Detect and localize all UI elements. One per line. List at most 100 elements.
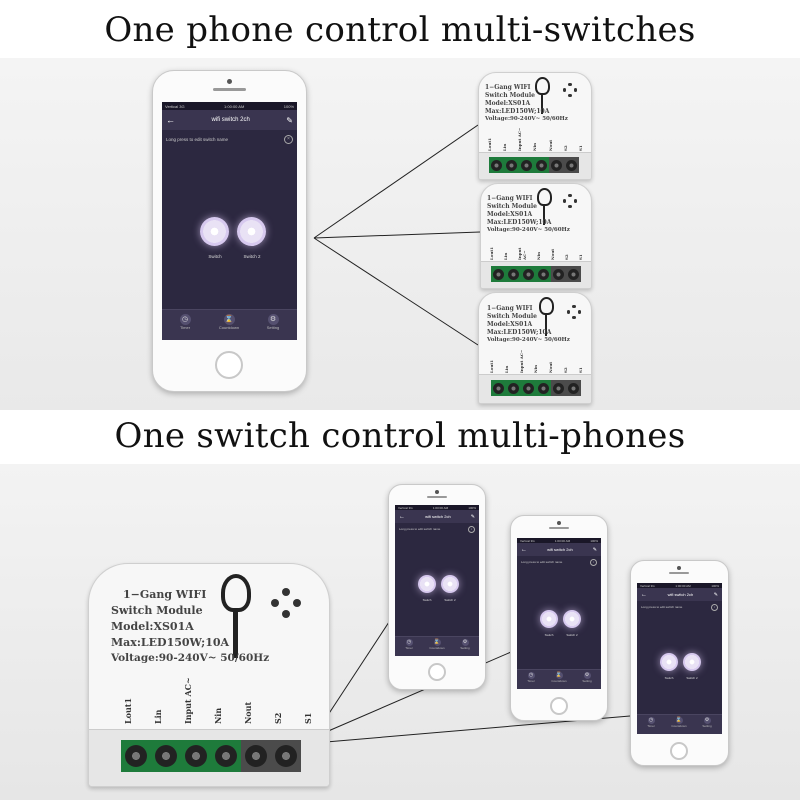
rename-hint-row: Long press to edit switch name ×	[162, 133, 297, 145]
time-text: 1:00:00 AM	[675, 583, 691, 588]
tab-timer-label: Timer	[405, 646, 413, 650]
module-line-4: Max:LED150W;10A	[111, 636, 230, 649]
heading-top: One phone control multi-switches	[104, 10, 696, 50]
app-title: wifi switch 2ch	[547, 547, 573, 552]
pencil-icon[interactable]: ✎	[713, 591, 718, 598]
switch-2-button[interactable]	[441, 575, 459, 593]
tab-countdown[interactable]: ⌛ Countdown	[214, 314, 244, 330]
module-line-3: Model:XS01A	[487, 211, 533, 218]
screw-icon	[523, 268, 534, 280]
carrier-text: Vertical 3G	[398, 505, 413, 510]
tab-countdown[interactable]: ⌛ Countdown	[427, 639, 447, 650]
terminal-label: Input AC~	[183, 677, 193, 724]
module-line-4: Max:LED150W;10A	[487, 329, 552, 336]
screw-icon	[215, 745, 237, 767]
back-arrow-icon[interactable]: ←	[399, 513, 405, 520]
terminal-label: Nin	[536, 251, 541, 260]
antenna-stem	[545, 314, 547, 336]
close-circle-icon[interactable]: ×	[284, 134, 293, 144]
camera-icon	[557, 521, 561, 525]
rename-hint-text: Long press to edit switch name	[521, 560, 563, 564]
terminal-strip	[89, 729, 329, 786]
phone: Vertical 3G 1:00:00 AM 100% ← wifi switc…	[388, 484, 486, 690]
pencil-icon[interactable]: ✎	[286, 115, 293, 125]
terminal-labels: Lout1 Lin Input AC~ Nin Nout S2 S1	[123, 676, 313, 724]
module-line-5: Voltage:90-240V~ 50/60Hz	[485, 116, 568, 122]
switch-module: 1−Gang WIFI Switch Module Model:XS01A Ma…	[478, 292, 592, 404]
antenna-loop	[537, 188, 552, 206]
antenna-loop	[221, 574, 251, 612]
terminal-label: S1	[578, 254, 583, 260]
antenna-stem	[543, 205, 545, 225]
tab-countdown[interactable]: ⌛ Countdown	[669, 717, 689, 728]
tab-countdown[interactable]: ⌛ Countdown	[549, 672, 569, 683]
home-button	[215, 351, 243, 379]
close-circle-icon[interactable]: ×	[590, 558, 597, 566]
tab-timer[interactable]: ◷ Timer	[170, 314, 200, 330]
back-arrow-icon[interactable]: ←	[521, 546, 527, 553]
terminal-label: Input AC~	[517, 127, 523, 151]
tab-setting[interactable]: ⚙ Setting	[697, 717, 717, 728]
phone-screen: Vertical 3G 1:00:00 AM 100% ← wifi switc…	[517, 538, 601, 689]
switch-1-label: Switch	[664, 676, 674, 680]
terminal-label: Nin	[532, 142, 538, 151]
switch-1-button[interactable]	[540, 610, 558, 628]
module-line-2: Switch Module	[487, 313, 537, 320]
terminal-label: Nout	[243, 701, 253, 724]
tab-timer[interactable]: ◷ Timer	[399, 639, 419, 650]
switch-2-label: Switch 2	[686, 676, 698, 680]
rename-hint-row: Long press to edit switch name ×	[395, 525, 479, 533]
clock-icon: ◷	[527, 672, 535, 679]
wire-line	[313, 231, 481, 239]
switch-2-button[interactable]	[683, 653, 701, 671]
tab-setting-label: Setting	[460, 646, 470, 650]
switch-1-button[interactable]	[200, 217, 229, 246]
speaker-grille	[213, 88, 246, 91]
tab-timer-label: Timer	[179, 325, 191, 330]
tab-timer[interactable]: ◷ Timer	[521, 672, 541, 683]
terminal-block-green	[489, 157, 549, 173]
battery-text: 100%	[283, 103, 294, 109]
switch-2-button[interactable]	[237, 217, 266, 246]
tab-setting[interactable]: ⚙ Setting	[455, 639, 475, 650]
back-arrow-icon[interactable]: ←	[166, 115, 175, 125]
terminal-label: S1	[303, 712, 313, 724]
tab-countdown-label: Countdown	[671, 724, 687, 728]
switch-1-label: Switch	[422, 598, 432, 602]
tab-timer[interactable]: ◷ Timer	[641, 717, 661, 728]
rename-hint-row: Long press to edit switch name ×	[517, 558, 601, 566]
phone: Vertical 3G 1:00:00 AM 100% ← wifi switc…	[630, 560, 729, 766]
speaker-dots	[563, 83, 577, 97]
terminal-strip	[481, 261, 591, 288]
close-circle-icon[interactable]: ×	[711, 603, 718, 611]
phone-screen: Vertical 3G 1:00:00 AM 100% ← wifi switc…	[395, 505, 479, 656]
switch-2-label: Switch 2	[444, 598, 456, 602]
switch-1-button[interactable]	[418, 575, 436, 593]
status-bar: Vertical 3G 1:00:00 AM 100%	[637, 583, 722, 588]
terminal-strip	[479, 374, 591, 403]
screw-icon	[523, 382, 534, 394]
screw-icon	[245, 745, 267, 767]
terminal-block-gray	[551, 380, 581, 396]
terminal-label: Nout	[548, 361, 554, 373]
terminal-block-green	[121, 740, 241, 772]
terminal-block-green	[491, 266, 551, 282]
terminal-label: Nin	[213, 707, 223, 724]
switch-1-button[interactable]	[660, 653, 678, 671]
tab-setting[interactable]: ⚙ Setting	[577, 672, 597, 683]
tab-bar: ◷ Timer ⌛ Countdown ⚙ Setting	[637, 714, 722, 734]
back-arrow-icon[interactable]: ←	[641, 591, 647, 598]
clock-icon: ◷	[647, 717, 655, 724]
close-circle-icon[interactable]: ×	[468, 525, 475, 533]
battery-text: 100%	[711, 583, 719, 588]
terminal-label: Lin	[503, 252, 508, 260]
module-line-2: Switch Module	[485, 92, 535, 99]
clock-icon: ◷	[179, 314, 191, 325]
pencil-icon[interactable]: ✎	[470, 513, 475, 520]
switch-1-label: Switch	[544, 633, 554, 637]
terminal-label: S2	[563, 367, 569, 373]
tab-setting[interactable]: ⚙ Setting	[258, 314, 288, 330]
switch-2-button[interactable]	[563, 610, 581, 628]
pencil-icon[interactable]: ✎	[592, 546, 597, 553]
